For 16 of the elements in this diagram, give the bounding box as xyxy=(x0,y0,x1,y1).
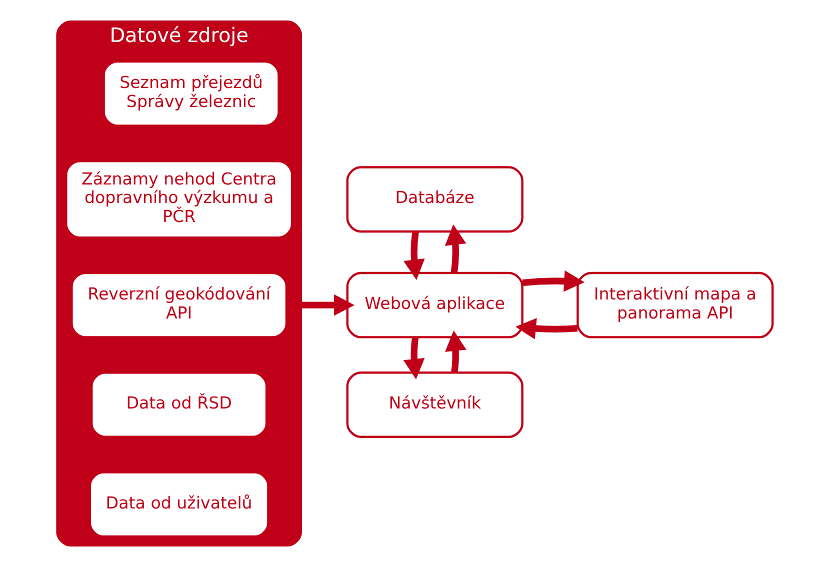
node-box: Databáze xyxy=(346,166,523,233)
node-box: Seznam přejezdů Správy železnic xyxy=(102,60,280,127)
arrow xyxy=(402,231,424,280)
node-box: Data od uživatelů xyxy=(88,471,269,538)
node-box: Interaktivní mapa a panorama API xyxy=(576,272,774,338)
arrow xyxy=(402,337,424,380)
arrow xyxy=(300,294,354,316)
arrow xyxy=(444,330,466,373)
node-box: Webová aplikace xyxy=(346,272,523,338)
arrow xyxy=(515,318,578,340)
node-box: Návštěvník xyxy=(346,372,523,438)
arrow xyxy=(444,224,466,274)
arrow xyxy=(522,270,584,292)
node-box: Data od ŘSD xyxy=(90,372,268,438)
node-box: Reverzní geokódování API xyxy=(70,272,288,338)
node-box: Záznamy nehod Centra dopravního výzkumu a PČR xyxy=(64,160,293,239)
